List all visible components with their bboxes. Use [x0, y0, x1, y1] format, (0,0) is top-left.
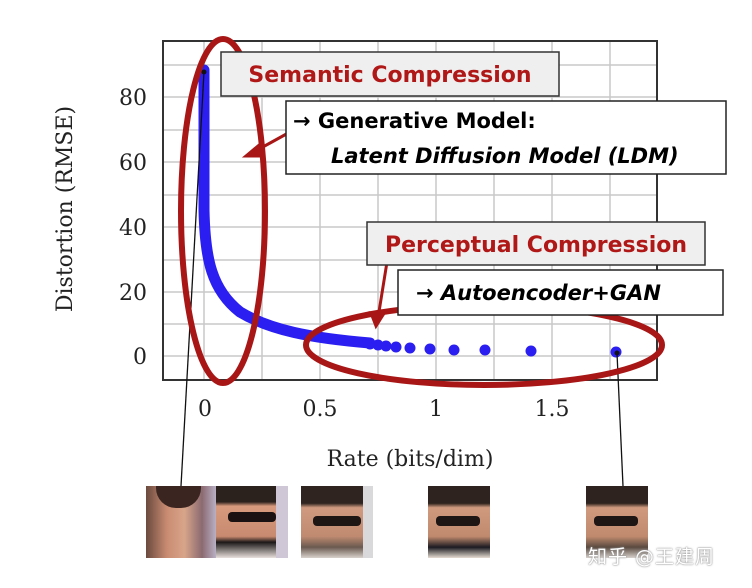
thumbnail-original-man	[216, 486, 288, 558]
ytick-20: 20	[119, 281, 147, 306]
x-axis-ticks: 0 0.5 1 1.5	[198, 397, 570, 422]
thumbnail-reconstruction-1	[301, 486, 373, 558]
semantic-ellipse	[178, 36, 268, 386]
watermark: 知乎 @王建周	[588, 546, 716, 568]
rd-curve	[198, 64, 622, 358]
x-axis-label: Rate (bits/dim)	[327, 447, 494, 472]
ytick-0: 0	[133, 345, 147, 370]
autoencoder-gan-line: → Autoencoder+GAN	[416, 281, 661, 305]
ytick-40: 40	[119, 216, 147, 241]
perceptual-title: Perceptual Compression	[385, 233, 687, 258]
y-axis-label: Distortion (RMSE)	[53, 106, 78, 312]
semantic-arrow	[241, 130, 291, 158]
connector-high-rate	[616, 352, 624, 487]
generative-model-box: → Generative Model: Latent Diffusion Mod…	[285, 100, 727, 175]
semantic-title: Semantic Compression	[248, 63, 531, 88]
thumbnail-reconstruction-3	[586, 486, 648, 558]
xtick-0.5: 0.5	[303, 397, 338, 422]
ytick-60: 60	[119, 151, 147, 176]
xtick-1: 1	[429, 397, 443, 422]
thumbnail-reconstruction-2	[428, 486, 490, 558]
xtick-1.5: 1.5	[535, 397, 570, 422]
ldm-line: Latent Diffusion Model (LDM)	[331, 144, 679, 168]
xtick-0: 0	[198, 397, 212, 422]
generative-model-line: → Generative Model:	[293, 109, 536, 133]
thumbnail-original-woman	[146, 486, 216, 558]
ytick-80: 80	[119, 86, 147, 111]
y-axis-ticks: 80 60 40 20 0	[119, 86, 147, 370]
perceptual-arrow	[368, 261, 389, 330]
autoencoder-gan-box: → Autoencoder+GAN	[397, 269, 724, 316]
semantic-compression-box: Semantic Compression	[220, 51, 560, 97]
connector-low-rate	[180, 71, 205, 487]
perceptual-compression-box: Perceptual Compression	[366, 221, 706, 266]
